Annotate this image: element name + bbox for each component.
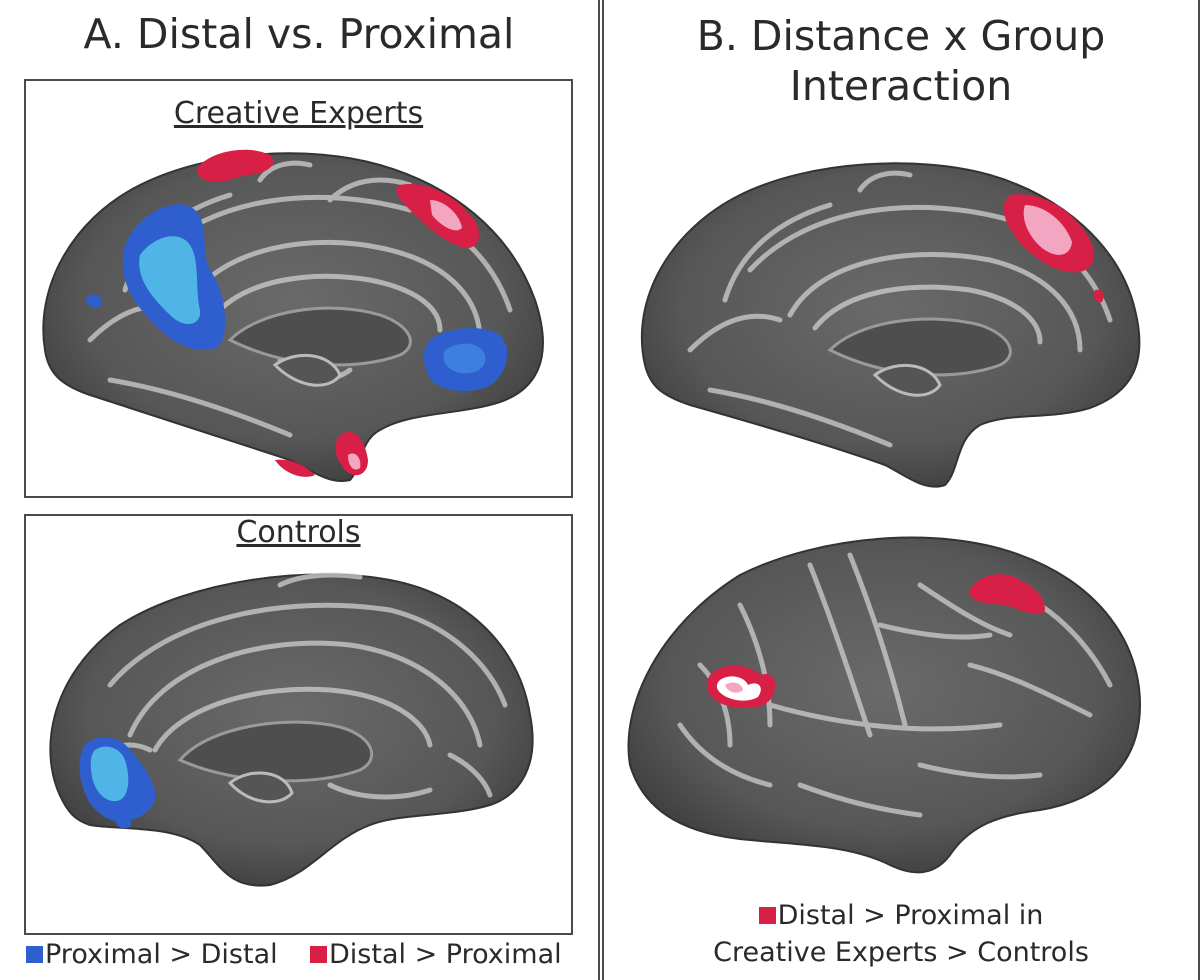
creative-experts-box — [24, 79, 573, 498]
brain-medial-interaction — [640, 162, 1141, 488]
panel-b-legend-line2: Creative Experts > Controls — [713, 937, 1089, 968]
legend-distal-proximal: Distal > Proximal — [310, 939, 562, 970]
blue-swatch-icon — [26, 946, 43, 963]
panel-a-divider — [598, 0, 600, 980]
creative-experts-label: Creative Experts — [173, 96, 424, 131]
controls-box — [24, 514, 573, 935]
legend-item1-label: Proximal > Distal — [45, 939, 278, 970]
legend-item2-label: Distal > Proximal — [329, 939, 562, 970]
panel-b-title-line1: B. Distance x Group — [696, 12, 1106, 60]
brain-lateral-interaction — [627, 536, 1142, 874]
panel-b-legend-line1-text: Distal > Proximal in — [777, 900, 1044, 931]
panel-b-legend-line1: Distal > Proximal in — [604, 900, 1198, 931]
brain-medial-controls — [49, 572, 534, 887]
panel-a-title: A. Distal vs. Proximal — [83, 10, 515, 58]
red-swatch-icon-b — [758, 907, 776, 924]
brain-medial-creative-experts — [42, 149, 544, 482]
panel-b-border — [602, 0, 1200, 980]
panel-b-title-line2: Interaction — [789, 62, 1013, 110]
red-swatch-icon — [310, 946, 327, 963]
controls-label: Controls — [236, 515, 361, 550]
legend-proximal-distal: Proximal > Distal — [26, 939, 278, 970]
